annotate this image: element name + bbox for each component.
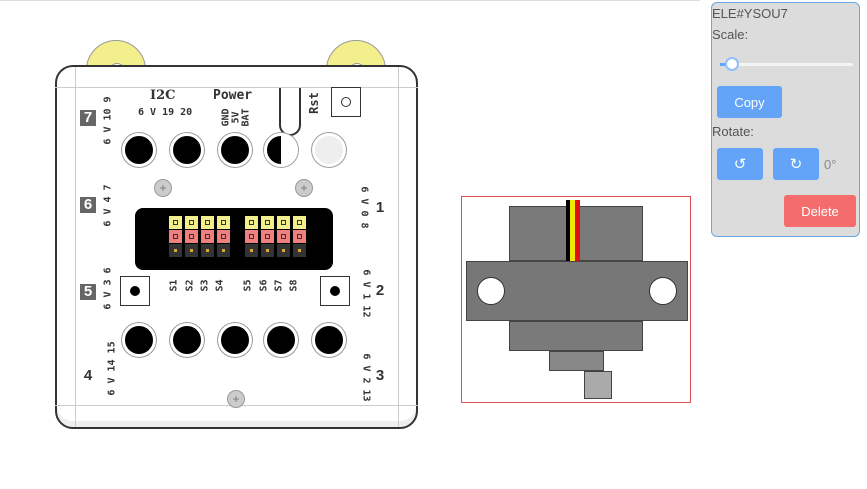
wire (570, 200, 575, 262)
port-number-2: 2 (375, 282, 385, 299)
servo-label: S7 (273, 279, 285, 292)
copy-button[interactable]: Copy (717, 86, 782, 118)
pin (217, 216, 230, 229)
pin (169, 244, 182, 257)
scale-slider-handle[interactable] (725, 57, 739, 71)
pin (293, 216, 306, 229)
mount-hole (477, 277, 505, 305)
pin (245, 244, 258, 257)
guide-line (75, 67, 76, 427)
i2c-title: I2C (150, 88, 176, 103)
scale-label: Scale: (712, 27, 749, 42)
servo-label: S3 (199, 279, 211, 292)
mount-pad (120, 276, 150, 306)
servo-bottom (509, 321, 643, 351)
servo-label: S2 (184, 279, 196, 292)
pin (169, 216, 182, 229)
reset-label: Rst (306, 92, 321, 114)
rotate-label: Rotate: (712, 124, 754, 139)
pin (293, 230, 306, 243)
port-number-1: 1 (375, 199, 385, 216)
rotate-ccw-icon: ↺ (733, 156, 747, 173)
reset-button[interactable] (331, 87, 361, 117)
servo-label: S4 (214, 279, 226, 292)
pin (277, 244, 290, 257)
port-3-pins: 6 V 2 13 (360, 353, 372, 402)
servo-shaft (584, 371, 612, 399)
port-number-5: 5 (80, 284, 96, 300)
servo-label: S8 (288, 279, 300, 292)
pin (261, 230, 274, 243)
screw-icon: + (295, 179, 313, 197)
pin (277, 216, 290, 229)
port-number-3: 3 (375, 367, 385, 384)
port-1-pins: 6 V 0 8 (358, 186, 370, 229)
pin (293, 244, 306, 257)
i2c-pins: 6 V 19 20 (138, 107, 193, 118)
servo-header (135, 208, 333, 270)
port-number-6: 6 (80, 197, 96, 213)
port-2-pins: 6 V 1 12 (360, 269, 372, 318)
guide-line (55, 87, 418, 88)
port-hole (122, 323, 156, 357)
pin (245, 216, 258, 229)
rotate-left-button[interactable]: ↺ (717, 148, 763, 180)
pin (261, 244, 274, 257)
port-hole (170, 133, 204, 167)
usb-slot (279, 88, 301, 136)
mount-hole (649, 277, 677, 305)
pin (185, 216, 198, 229)
screw-icon: + (227, 390, 245, 408)
servo-label: S5 (242, 279, 254, 292)
wire (566, 200, 570, 262)
power-title: Power (213, 88, 253, 103)
rotate-right-button[interactable]: ↻ (773, 148, 819, 180)
pin (185, 244, 198, 257)
pin (201, 230, 214, 243)
power-pin-bat: BAT (240, 108, 252, 127)
rotate-cw-icon: ↻ (789, 156, 803, 173)
pin (277, 230, 290, 243)
port-number-4: 4 (83, 367, 93, 384)
controller-board[interactable]: I2C 6 V 19 20 Power GND 5V BAT Rst + + +… (0, 0, 440, 440)
pin (201, 244, 214, 257)
element-id: ELE#YSOU7 (712, 6, 788, 21)
mount-pad (320, 276, 350, 306)
servo-flange (466, 261, 688, 321)
guide-line (398, 67, 399, 427)
pin (169, 230, 182, 243)
port-hole (312, 323, 346, 357)
port-hole (264, 133, 298, 167)
port-5-pins: 6 V 3 6 (102, 267, 114, 310)
port-hole (312, 133, 346, 167)
canvas-top-border (0, 0, 700, 1)
port-6-pins: 6 V 4 7 (102, 184, 114, 227)
port-hole (122, 133, 156, 167)
port-7-pins: 6 V 10 9 (102, 96, 114, 145)
port-hole (170, 323, 204, 357)
element-properties-panel: ELE#YSOU7 Scale: Copy Rotate: ↺ ↻ 0° Del… (711, 2, 860, 237)
delete-button[interactable]: Delete (784, 195, 856, 227)
selected-servo-component[interactable] (461, 196, 691, 403)
port-number-7: 7 (80, 110, 96, 126)
scale-slider[interactable] (720, 57, 853, 71)
screw-icon: + (154, 179, 172, 197)
servo-base (549, 351, 604, 371)
port-4-pins: 6 V 14 15 (106, 341, 118, 396)
pin (245, 230, 258, 243)
pin (217, 230, 230, 243)
rotation-value: 0° (824, 157, 837, 172)
pin (217, 244, 230, 257)
servo-label: S6 (258, 279, 270, 292)
wire (575, 200, 580, 262)
servo-label: S1 (168, 279, 180, 292)
pin (185, 230, 198, 243)
pin (201, 216, 214, 229)
port-hole (264, 323, 298, 357)
port-hole (218, 323, 252, 357)
port-hole (218, 133, 252, 167)
pin (261, 216, 274, 229)
